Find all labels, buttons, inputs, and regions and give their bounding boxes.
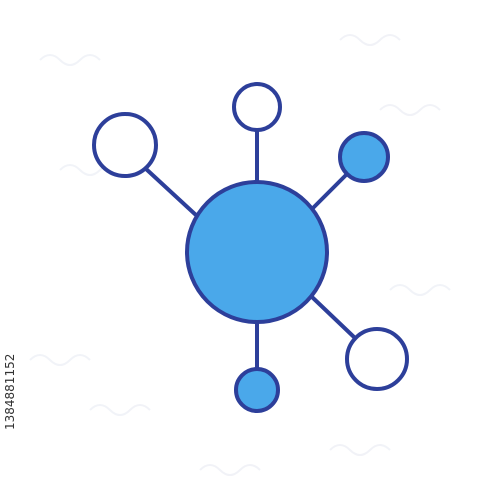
top-right-node-link: [311, 172, 349, 210]
top-right-node: [338, 131, 390, 183]
bottom-node: [234, 367, 280, 413]
top-node: [232, 82, 282, 132]
hub-node: [185, 180, 329, 324]
bottom-right-node: [345, 327, 409, 391]
image-id-text: 1384881152: [3, 353, 17, 430]
top-left-node-link: [143, 166, 199, 218]
top-left-node: [92, 112, 158, 178]
bottom-right-node-link: [310, 295, 357, 340]
